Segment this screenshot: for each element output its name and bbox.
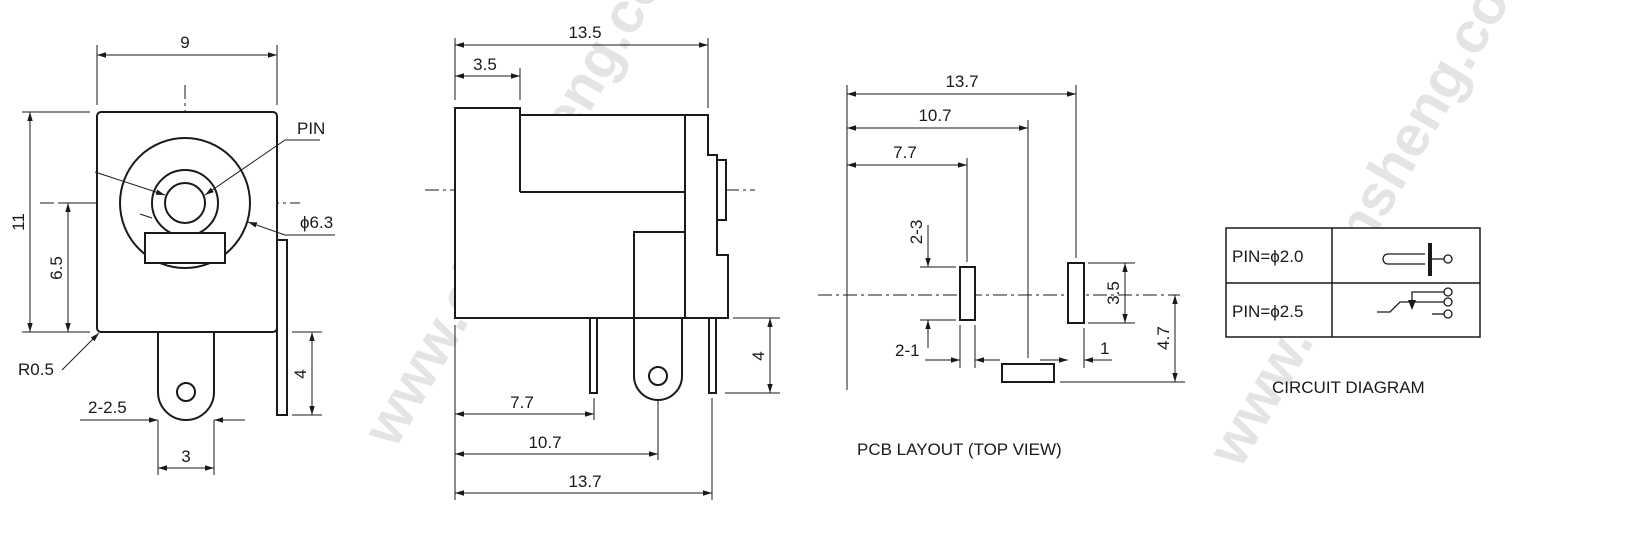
front-socket-key	[144, 232, 226, 264]
pcb-dim-x1: 7.7	[893, 143, 917, 162]
side-dim-total: 13.5	[568, 23, 601, 42]
front-pin-hole	[176, 382, 196, 402]
pcb-layout-title: PCB LAYOUT (TOP VIEW)	[857, 440, 1062, 459]
pcb-pad-2	[1001, 363, 1055, 383]
side-dim-pin3: 13.7	[568, 472, 601, 491]
front-dim-slot: 2-2.5	[88, 398, 127, 417]
circuit-diagram: PIN=ϕ2.0 PIN=ϕ2.5 CIRCUIT DIAGRAM	[1225, 227, 1481, 397]
front-label-pin: PIN	[297, 119, 325, 138]
side-dim-pin2: 10.7	[528, 433, 561, 452]
circuit-row-1-label: PIN=ϕ2.0	[1232, 247, 1303, 266]
pcb-dim-slot-c: 1	[1100, 339, 1109, 358]
circuit-diagram-title: CIRCUIT DIAGRAM	[1272, 378, 1425, 397]
pcb-layout: 13.7 10.7 7.7 2-3 2-1 1 3.5 4.	[818, 72, 1185, 459]
side-dim-pin-length: 4	[749, 351, 768, 360]
circuit-symbol-pin-2-0	[1382, 243, 1453, 276]
pcb-dim-slot-a: 2-3	[907, 220, 926, 245]
pcb-dim-x3: 13.7	[945, 72, 978, 91]
pcb-pad-1	[959, 266, 976, 321]
side-pin-2-hole	[648, 366, 668, 386]
front-dim-pin-center: 6.5	[47, 256, 66, 280]
pcb-dim-slot-b: 2-1	[895, 341, 920, 360]
front-dim-pin-width: 3	[181, 447, 190, 466]
pcb-dim-height-b: 4.7	[1154, 326, 1173, 350]
front-socket-outer	[119, 137, 251, 269]
side-contact-block	[633, 231, 686, 319]
circuit-row-2-label: PIN=ϕ2.5	[1232, 302, 1303, 321]
circuit-symbol-pin-2-5	[1377, 287, 1453, 319]
side-dim-pin1: 7.7	[510, 393, 534, 412]
front-socket-pin	[164, 182, 206, 224]
front-view: 9 11 6.5 4 R0.5 PIN ϕ6.3 2-2.5	[9, 33, 335, 475]
front-dim-radius: R0.5	[18, 360, 54, 379]
pcb-pad-3	[1067, 262, 1085, 324]
front-dim-height: 11	[9, 213, 28, 231]
side-pin-3	[708, 317, 717, 394]
side-rear-tab	[716, 159, 727, 221]
side-body	[454, 107, 729, 319]
front-side-tab	[276, 239, 288, 416]
front-dim-diameter: ϕ6.3	[300, 213, 333, 232]
pcb-dim-x2: 10.7	[918, 106, 951, 125]
pcb-dim-height-a: 3.5	[1104, 281, 1123, 305]
side-pin-1	[589, 317, 598, 394]
front-dim-pin-length: 4	[291, 369, 310, 378]
front-leader-radius	[61, 332, 100, 371]
front-dim-width: 9	[180, 33, 189, 52]
side-pin-2	[633, 318, 683, 401]
side-dim-step: 3.5	[473, 55, 497, 74]
front-pin-leg	[157, 332, 215, 421]
side-view: 13.5 3.5 4 7.7 10.7 13.7	[425, 23, 780, 500]
